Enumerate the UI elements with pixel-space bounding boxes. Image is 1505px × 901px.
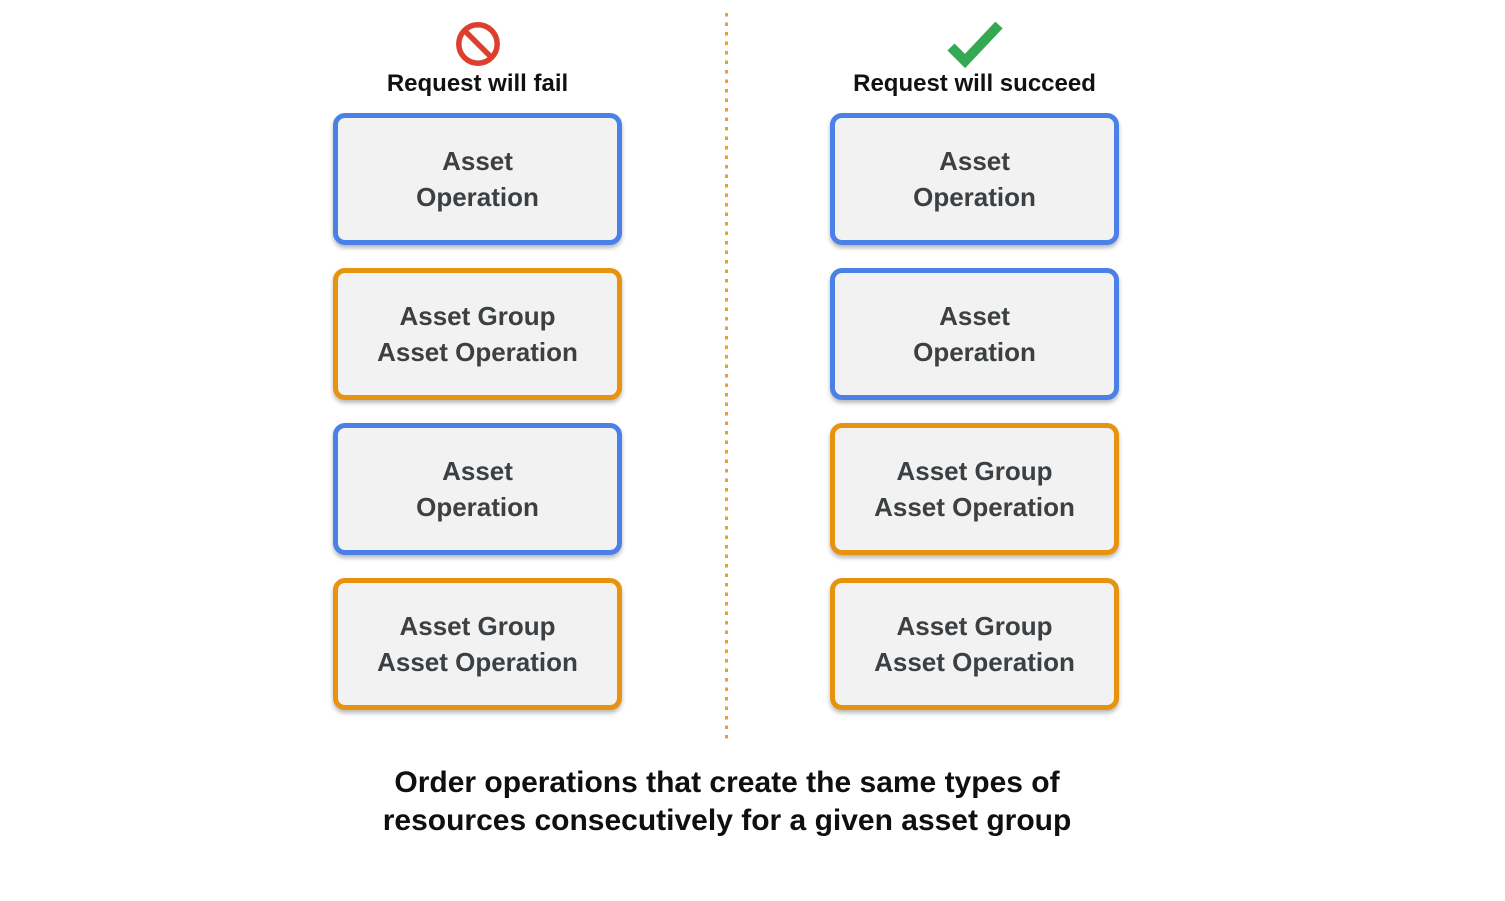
divider-dotted-line: [725, 13, 728, 741]
box-label-line: Operation: [913, 337, 1036, 367]
asset-operation-box: Asset Operation: [333, 423, 622, 555]
asset-operation-box: Asset Operation: [830, 268, 1119, 400]
box-label-line: Asset: [442, 456, 513, 486]
succeed-column: Request will succeed Asset Operation Ass…: [830, 0, 1119, 733]
box-label-line: Asset Operation: [377, 647, 578, 677]
prohibition-icon: [454, 20, 502, 68]
box-label-line: Asset: [442, 146, 513, 176]
fail-column: Request will fail Asset Operation Asset …: [333, 0, 622, 733]
succeed-header-label: Request will succeed: [853, 70, 1096, 97]
check-icon: [944, 20, 1006, 69]
box-label-line: Asset Group: [896, 456, 1053, 486]
box-label-line: Operation: [416, 492, 539, 522]
box-label-line: Asset Group: [399, 301, 556, 331]
box-label-line: Operation: [913, 182, 1036, 212]
asset-group-asset-operation-box: Asset Group Asset Operation: [830, 578, 1119, 710]
asset-operation-box: Asset Operation: [333, 113, 622, 245]
box-label-line: Asset: [939, 146, 1010, 176]
fail-header-label: Request will fail: [386, 70, 569, 97]
box-label-line: Asset Group: [399, 611, 556, 641]
asset-group-asset-operation-box: Asset Group Asset Operation: [830, 423, 1119, 555]
box-label-line: Asset Operation: [874, 647, 1075, 677]
caption-line: Order operations that create the same ty…: [394, 766, 1060, 799]
box-label-line: Asset Group: [896, 611, 1053, 641]
box-label-line: Operation: [416, 182, 539, 212]
asset-group-asset-operation-box: Asset Group Asset Operation: [333, 578, 622, 710]
caption-line: resources consecutively for a given asse…: [382, 804, 1072, 837]
asset-operation-box: Asset Operation: [830, 113, 1119, 245]
box-label-line: Asset Operation: [377, 337, 578, 367]
box-label-line: Asset: [939, 301, 1010, 331]
caption: Order operations that create the same ty…: [0, 764, 1454, 840]
asset-group-asset-operation-box: Asset Group Asset Operation: [333, 268, 622, 400]
box-label-line: Asset Operation: [874, 492, 1075, 522]
